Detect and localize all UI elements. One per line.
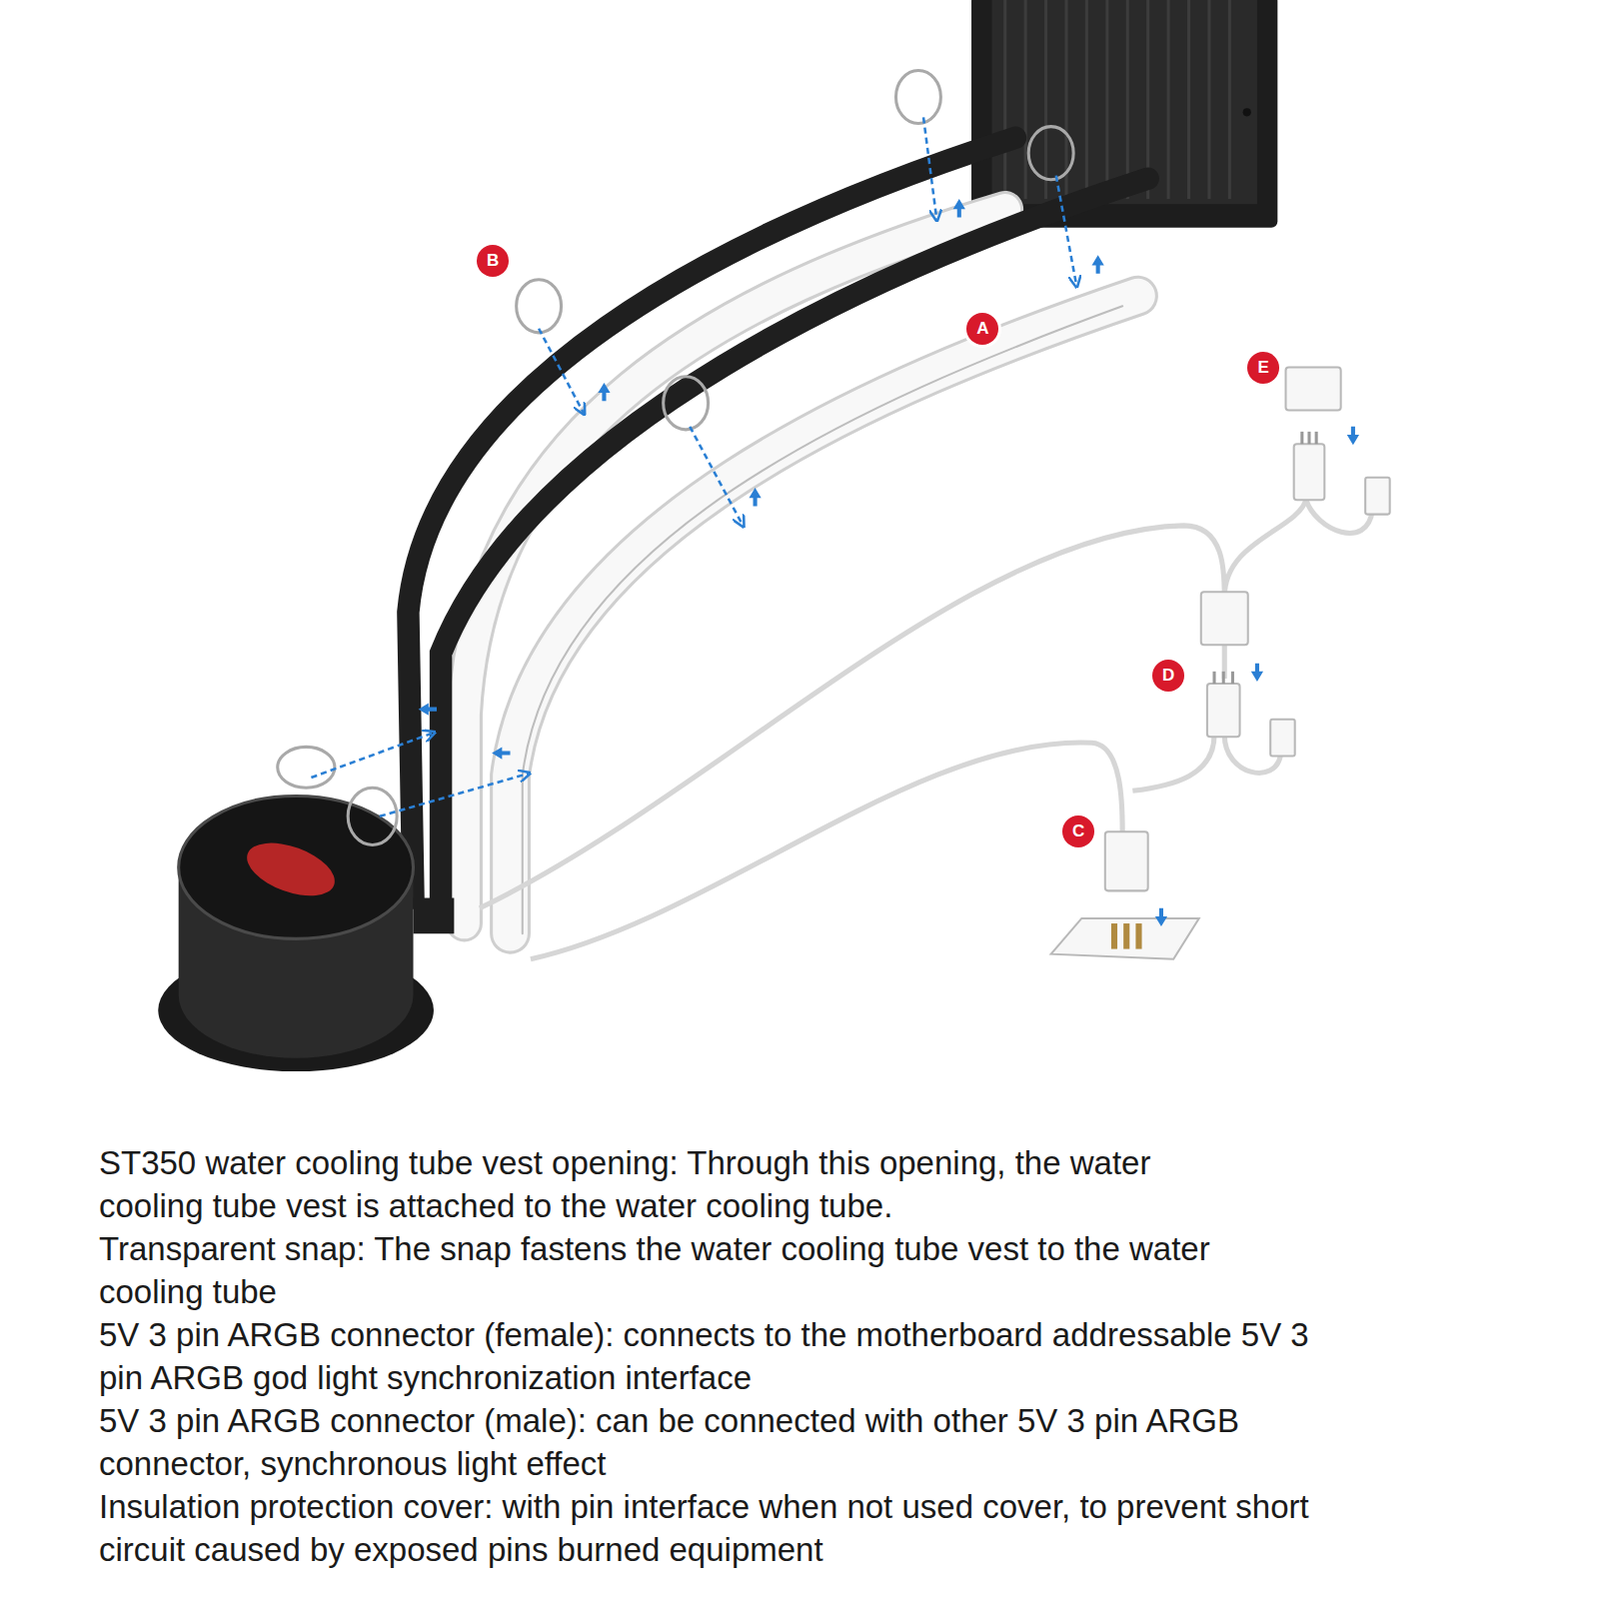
description-text: Transparent snap: The snap fastens the w…: [98, 1227, 1249, 1314]
callout-letter: E: [1247, 351, 1280, 384]
transparent-snap: [277, 69, 1074, 845]
assembly-arrow: [310, 116, 1077, 816]
description-text: 5V 3 pin ARGB connector (female): connec…: [98, 1313, 1354, 1400]
direction-arrow: [418, 198, 1360, 927]
water-tube: [407, 137, 1148, 919]
description-list: ST350 water cooling tube vest opening: T…: [98, 1141, 1369, 1572]
callout-letter: D: [1152, 659, 1185, 692]
connector-pin: [1114, 431, 1317, 950]
description-text: 5V 3 pin ARGB connector (male): can be c…: [98, 1399, 1369, 1486]
argb-cable: [479, 499, 1373, 959]
callout-letter: B: [476, 244, 509, 277]
description-text: Insulation protection cover: with pin in…: [98, 1485, 1354, 1572]
callout-letter: C: [1062, 815, 1095, 848]
callout-letter: A: [966, 312, 999, 345]
description-text: ST350 water cooling tube vest opening: T…: [98, 1141, 1179, 1228]
argb-connector: [1051, 367, 1391, 960]
pump-block: [157, 795, 454, 1072]
